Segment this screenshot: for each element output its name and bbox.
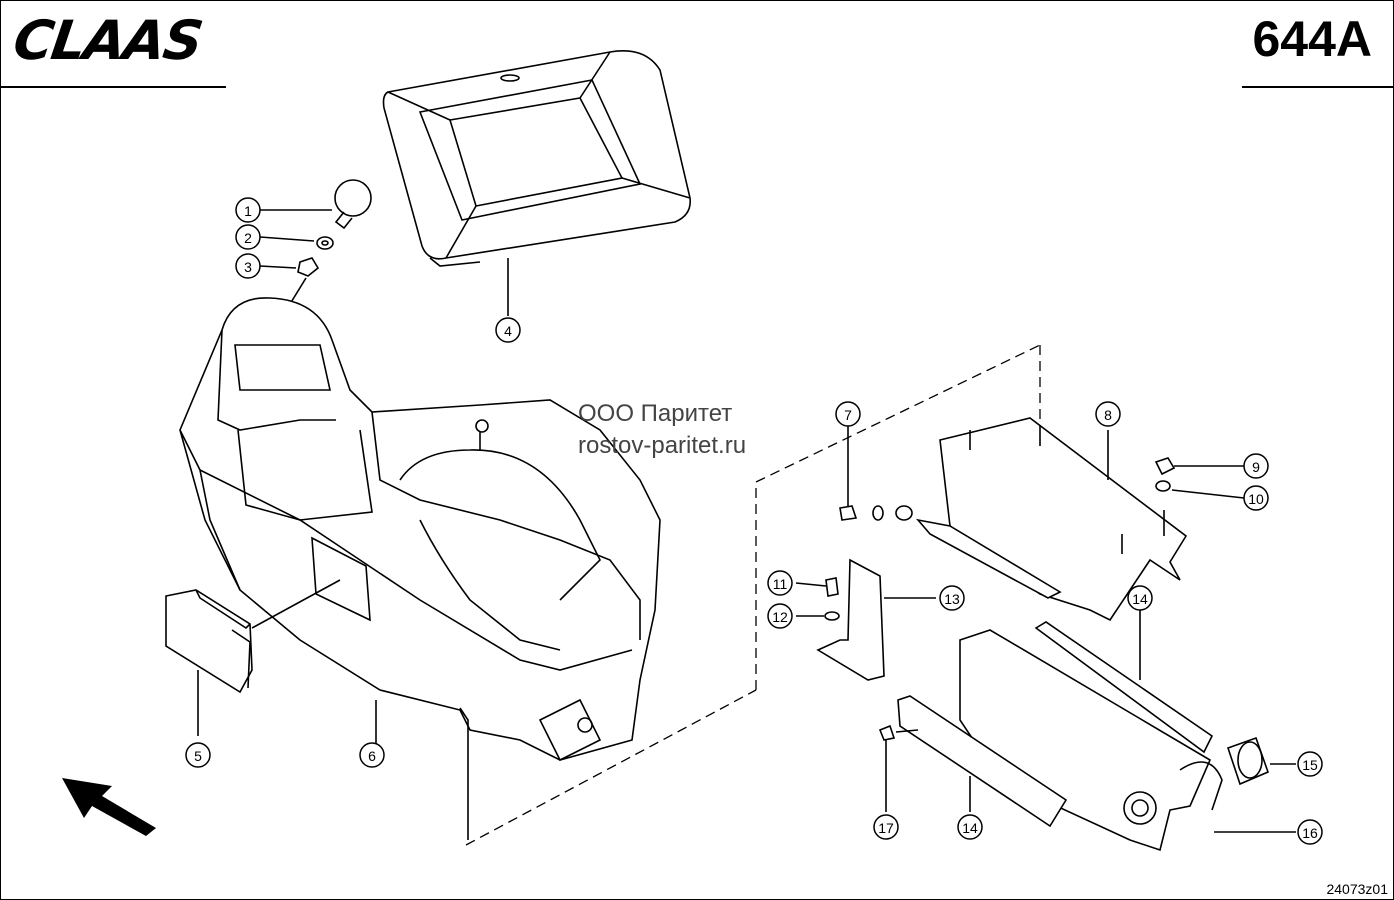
callout-label: 11 [773,576,788,592]
page-number: 644A [1252,11,1372,67]
page-number-underline [1242,86,1394,88]
watermark-url: rostov-paritet.ru [578,432,747,459]
callout-9 [1243,453,1269,479]
brand-underline [0,86,226,88]
callout-label: 12 [772,609,788,625]
callout-label: 1 [244,203,252,219]
callout-5 [185,742,211,768]
callout-label: 3 [244,259,252,275]
callout-14b [957,814,983,840]
callout-label: 6 [368,748,376,764]
callout-label: 13 [944,591,960,607]
callout-label: 4 [504,323,512,339]
callout-label: 14 [962,820,978,836]
callout-2 [235,224,261,250]
callout-8 [1095,401,1121,427]
callout-labels: 1 2 3 4 5 6 7 8 9 10 11 12 13 14 14 15 1… [194,203,1318,841]
slide-rail [878,600,1296,852]
callout-3 [235,253,261,279]
callout-label: 8 [1104,407,1112,423]
mounting-bracket [839,417,1245,622]
cover-plate [165,579,341,736]
angle-bracket [795,558,936,681]
callout-6 [359,742,385,768]
callout-12 [767,603,793,629]
drawing-code: 24073z01 [1326,881,1388,897]
callout-label: 7 [844,407,852,423]
callout-label: 2 [244,230,252,246]
callout-13 [939,585,965,611]
callout-17 [873,814,899,840]
watermark: ООО Паритет rostov-paritet.ru [578,398,746,462]
callout-label: 10 [1248,491,1264,507]
callouts [185,197,1323,845]
watermark-company: ООО Паритет [578,400,733,427]
callout-label: 5 [194,748,202,764]
callout-11 [767,570,793,596]
callout-label: 15 [1302,757,1318,773]
callout-label: 17 [878,820,894,836]
callout-7 [835,401,861,427]
monitor-terminal [382,50,692,316]
assembly-guide-lines [465,344,1041,846]
callout-10 [1243,485,1269,511]
callout-label: 9 [1252,459,1260,475]
callout-1 [235,197,261,223]
callout-16 [1297,819,1323,845]
direction-arrow [62,778,156,836]
callout-label: 14 [1132,591,1148,607]
knob-assembly [259,179,372,331]
console-housing [179,297,661,840]
callout-4 [495,317,521,343]
callout-15 [1297,751,1323,777]
callout-14a [1127,585,1153,611]
callout-label: 16 [1302,825,1318,841]
